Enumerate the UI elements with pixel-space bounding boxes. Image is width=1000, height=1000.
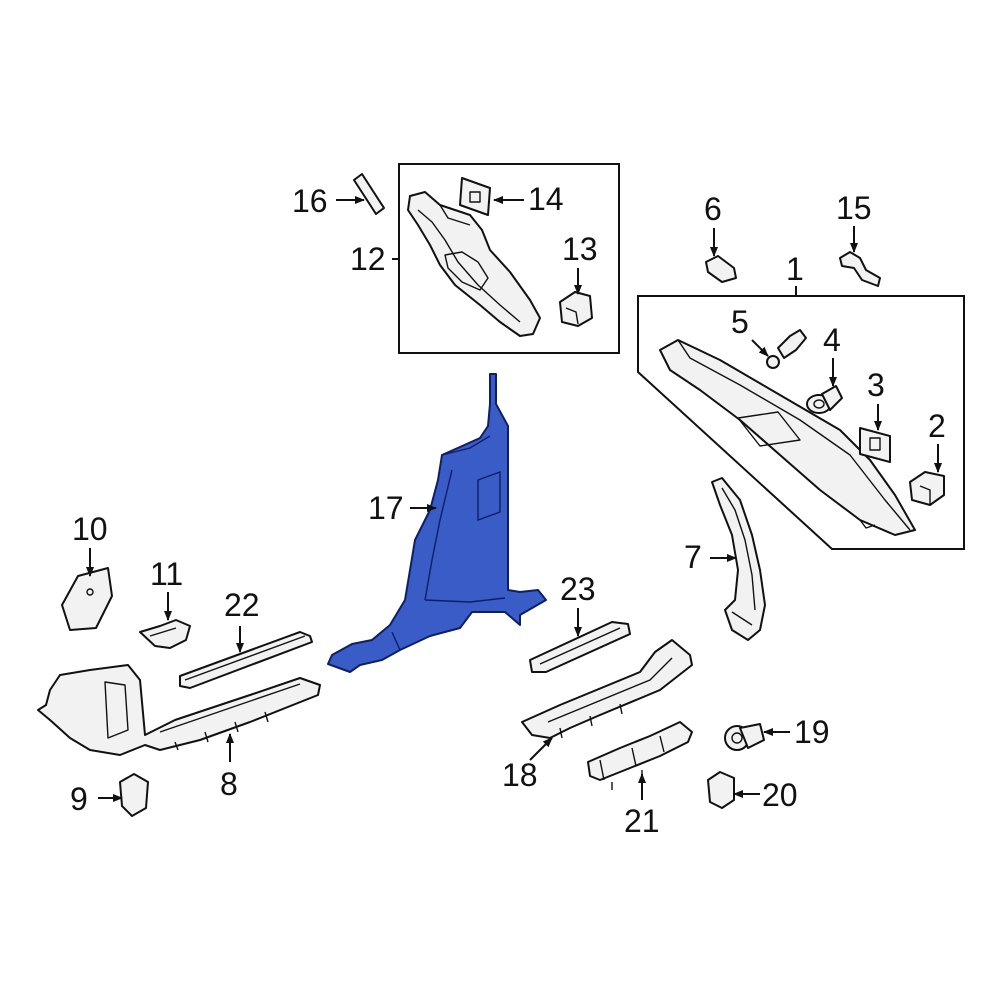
callout-2: 2 [928, 408, 946, 444]
part-5-push-pin[interactable] [766, 329, 807, 369]
callout-8: 8 [220, 766, 238, 802]
part-17-center-pillar-trim[interactable] [327, 373, 547, 673]
leader-18 [529, 737, 553, 761]
part-16-trim-strip[interactable] [353, 173, 385, 215]
part-15-wire-clip[interactable] [839, 251, 881, 287]
part-21-bracket[interactable] [587, 721, 693, 790]
callout-19: 19 [794, 714, 830, 750]
part-19-grommet[interactable] [724, 723, 765, 751]
callout-1: 1 [786, 251, 804, 287]
callout-3: 3 [867, 367, 885, 403]
callout-23: 23 [560, 571, 596, 607]
callout-14: 14 [528, 181, 564, 217]
callout-17: 17 [368, 490, 404, 526]
part-10-pad[interactable] [61, 567, 113, 631]
part-14-clip-pad[interactable] [459, 177, 491, 216]
callout-20: 20 [762, 777, 798, 813]
part-18-sill-plate[interactable] [521, 639, 693, 739]
leader-5 [751, 339, 769, 357]
part-22-sill-strip[interactable] [179, 631, 313, 689]
callout-11: 11 [150, 556, 183, 592]
part-13-retainer-clip[interactable] [559, 291, 593, 327]
part-8-sill-plate[interactable] [37, 664, 321, 756]
callout-10: 10 [72, 511, 108, 547]
part-3-clip-pad[interactable] [859, 427, 891, 463]
part-12-upper-pillar-trim[interactable] [407, 191, 541, 337]
part-23-sill-strip[interactable] [529, 621, 631, 673]
part-6-clip[interactable] [705, 255, 737, 283]
callout-6: 6 [704, 191, 722, 227]
part-2-retainer-clip[interactable] [909, 471, 945, 506]
part-11-clip[interactable] [139, 619, 191, 649]
part-4-grommet[interactable] [806, 385, 843, 414]
callout-7: 7 [684, 539, 702, 575]
part-20-retainer-clip[interactable] [707, 771, 735, 809]
callout-21: 21 [624, 803, 660, 839]
callout-9: 9 [70, 781, 88, 817]
callout-5: 5 [731, 304, 749, 340]
callout-16: 16 [292, 183, 328, 219]
callout-12: 12 [350, 241, 386, 277]
callout-4: 4 [823, 322, 841, 358]
part-1-quarter-trim-panel[interactable] [659, 339, 916, 536]
callout-22: 22 [224, 587, 260, 623]
group-box-1 [637, 295, 965, 550]
callout-13: 13 [562, 231, 598, 267]
part-7-pillar-cover[interactable] [711, 477, 766, 641]
callout-15: 15 [836, 190, 872, 226]
part-9-retainer-clip[interactable] [119, 773, 149, 817]
callout-18: 18 [502, 757, 538, 793]
